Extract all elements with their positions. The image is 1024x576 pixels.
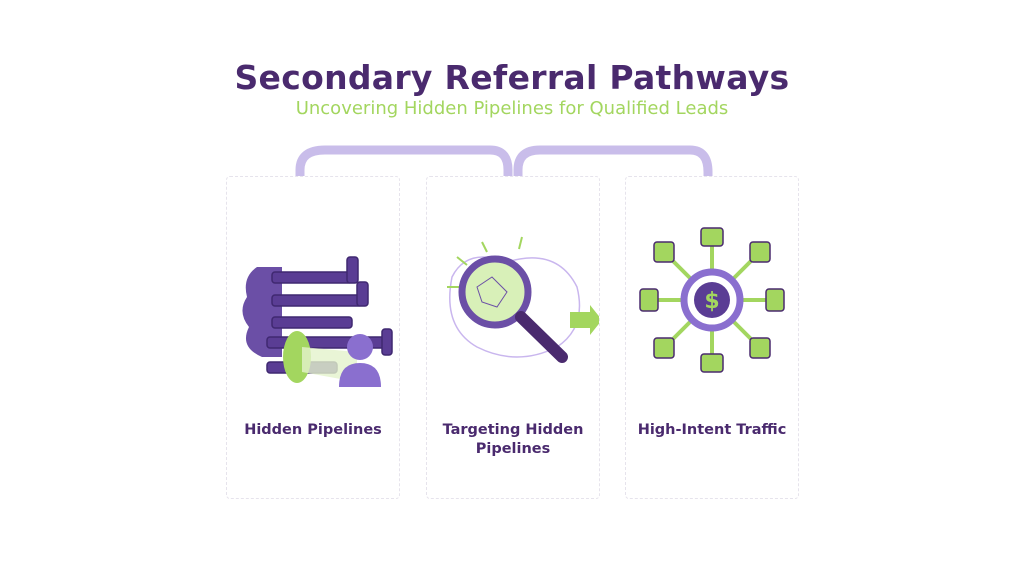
card-label: Targeting Hidden Pipelines — [442, 422, 584, 457]
connector-arrows — [295, 145, 713, 190]
card-hidden-pipelines: Hidden Pipelines — [226, 176, 400, 499]
card-high-intent-traffic: $ High-Intent Traffic — [625, 176, 799, 499]
card-targeting-hidden-pipelines: Targeting Hidden Pipelines — [426, 176, 600, 499]
dollar-network-icon: $ — [639, 227, 785, 373]
svg-text:$: $ — [704, 289, 719, 314]
pipes-person-icon — [242, 256, 393, 387]
connector-arrow-2-3 — [513, 145, 713, 190]
page-title: Secondary Referral Pathways — [234, 58, 790, 97]
connector-arrow-1-2 — [295, 145, 513, 190]
magnifier-network-icon — [447, 236, 599, 363]
card-label: Hidden Pipelines — [244, 422, 382, 438]
page-subtitle: Uncovering Hidden Pipelines for Qualifie… — [295, 98, 729, 119]
card-label: High-Intent Traffic — [637, 422, 787, 438]
